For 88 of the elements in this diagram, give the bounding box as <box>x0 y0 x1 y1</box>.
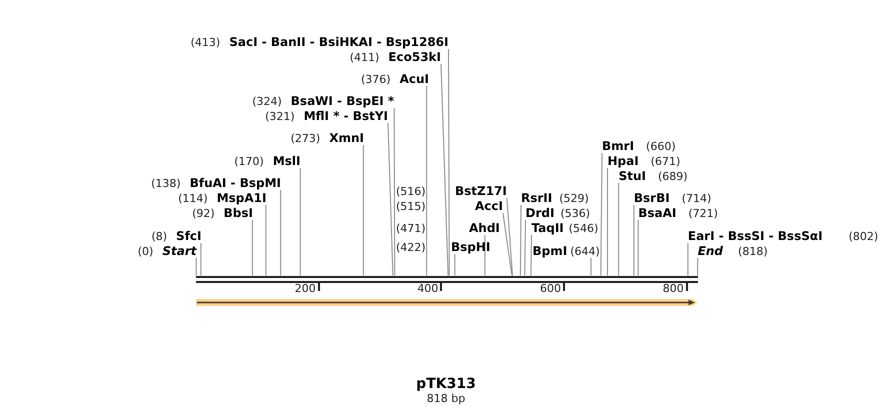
leader-line <box>448 48 450 276</box>
enzyme-name: AccI <box>474 199 503 213</box>
cut-position: (376) <box>360 73 391 87</box>
cut-position: (422) <box>396 241 426 255</box>
leader-line <box>506 198 513 276</box>
cut-position: (689) <box>658 170 688 184</box>
cut-position: (529) <box>559 192 589 206</box>
cut-position: (8) <box>151 230 168 244</box>
leader-line <box>590 258 592 276</box>
enzyme-name: SacI - BanII - BsiHKAI - Bsp1286I <box>229 35 448 49</box>
enzyme-name: HpaI <box>608 154 639 168</box>
leader-line <box>638 220 639 276</box>
leader-line <box>600 152 602 276</box>
enzyme-name: MflI * - BstYI <box>304 109 388 123</box>
cut-position: (721) <box>688 207 718 221</box>
leader-line <box>454 254 456 276</box>
leader-line <box>618 182 620 276</box>
cut-position: (536) <box>560 207 590 221</box>
leader-line <box>520 204 522 276</box>
cut-position: (516) <box>396 185 426 199</box>
enzyme-name: Eco53kI <box>388 50 441 64</box>
leader-line <box>484 234 486 276</box>
leader-line <box>265 204 266 276</box>
enzyme-name: BpmI <box>532 244 568 258</box>
enzyme-name: BmrI <box>602 139 634 153</box>
cut-position: (818) <box>738 245 768 259</box>
sequence-length: 818 bp <box>426 392 466 405</box>
sequence-end-label: End <box>698 244 724 258</box>
cut-position: (0) <box>138 245 154 259</box>
cut-position: (321) <box>265 110 295 124</box>
leader-line <box>394 108 396 276</box>
cut-position: (324) <box>252 95 282 109</box>
cut-position: (92) <box>192 207 215 221</box>
enzyme-name: MspA1I <box>216 191 266 205</box>
cut-position: (273) <box>290 132 320 146</box>
cut-position: (471) <box>396 222 426 236</box>
enzyme-name: BsaAI <box>638 206 676 220</box>
tick-label: 200 <box>294 283 316 295</box>
enzyme-name: BspHI <box>450 240 490 254</box>
tick-label: 800 <box>662 283 684 295</box>
enzyme-name: TaqII <box>532 221 564 235</box>
enzyme-name: AhdI <box>468 221 500 235</box>
cut-position: (411) <box>350 51 380 65</box>
tick-label: 400 <box>417 283 438 295</box>
leader-line <box>196 258 197 276</box>
cut-position: (170) <box>234 155 264 169</box>
cut-position: (644) <box>570 245 600 259</box>
map-title: pTK313 <box>416 376 476 392</box>
enzyme-name: RsrII <box>521 191 552 205</box>
leader-line <box>362 144 364 276</box>
enzyme-name: XmnI <box>329 131 364 145</box>
cut-position: (714) <box>682 192 712 206</box>
cut-position: (546) <box>568 222 598 236</box>
enzyme-name: BfuAI - BspMI <box>190 176 281 190</box>
leader-line <box>530 234 532 276</box>
sequence-backbone <box>196 276 698 282</box>
leader-line <box>252 220 253 276</box>
cut-position: (413) <box>190 36 220 50</box>
enzyme-name: BsrBI <box>634 191 670 205</box>
cut-position: (802) <box>848 230 878 244</box>
leader-line <box>524 220 526 276</box>
cut-position: (515) <box>396 200 426 214</box>
leader-line <box>633 204 634 276</box>
leader-line <box>200 242 202 276</box>
leader-line <box>426 86 428 276</box>
leader-line <box>388 122 394 276</box>
enzyme-name: BbsI <box>224 206 253 220</box>
cut-position: (660) <box>646 140 676 154</box>
cut-position: (671) <box>650 155 680 169</box>
enzyme-name: AcuI <box>400 72 429 86</box>
leader-line <box>607 168 608 276</box>
tick-label: 600 <box>540 283 561 295</box>
leader-line <box>300 168 301 276</box>
enzyme-name: MslI <box>272 154 300 168</box>
leader-line <box>502 212 512 276</box>
enzyme-name: DrdI <box>526 206 554 220</box>
enzyme-name: BsaWI - BspEI * <box>290 94 394 108</box>
enzyme-name: StuI <box>618 169 646 183</box>
enzyme-name: EarI - BssSI - BssSαI <box>688 229 823 243</box>
leader-line <box>440 64 449 276</box>
sequence-end-label: Start <box>162 244 196 258</box>
enzyme-name: BstZ17I <box>454 184 507 198</box>
leader-line <box>697 258 698 276</box>
cut-position: (114) <box>178 192 208 206</box>
leader-line <box>280 190 282 276</box>
cut-position: (138) <box>151 177 181 191</box>
leader-line <box>687 242 688 276</box>
enzyme-name: SfcI <box>176 229 202 243</box>
